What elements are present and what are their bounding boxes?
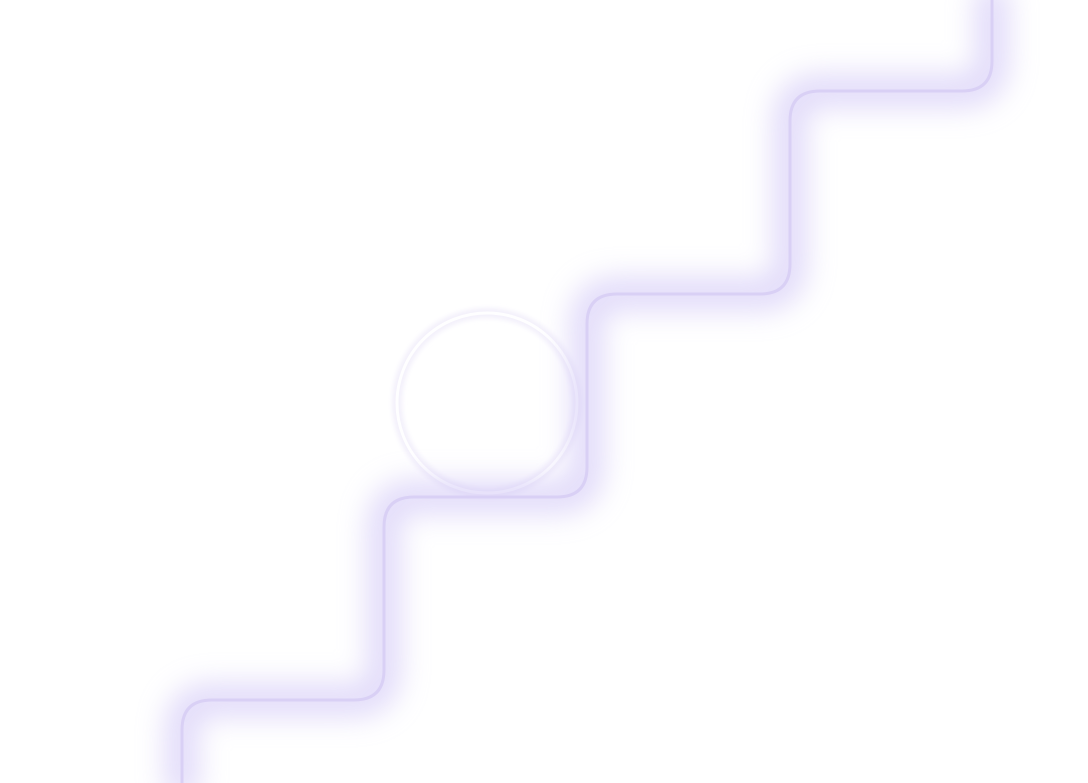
staircase-path [180, 0, 994, 783]
ring-icon [392, 308, 582, 498]
staircase-line-icon [180, 0, 994, 783]
